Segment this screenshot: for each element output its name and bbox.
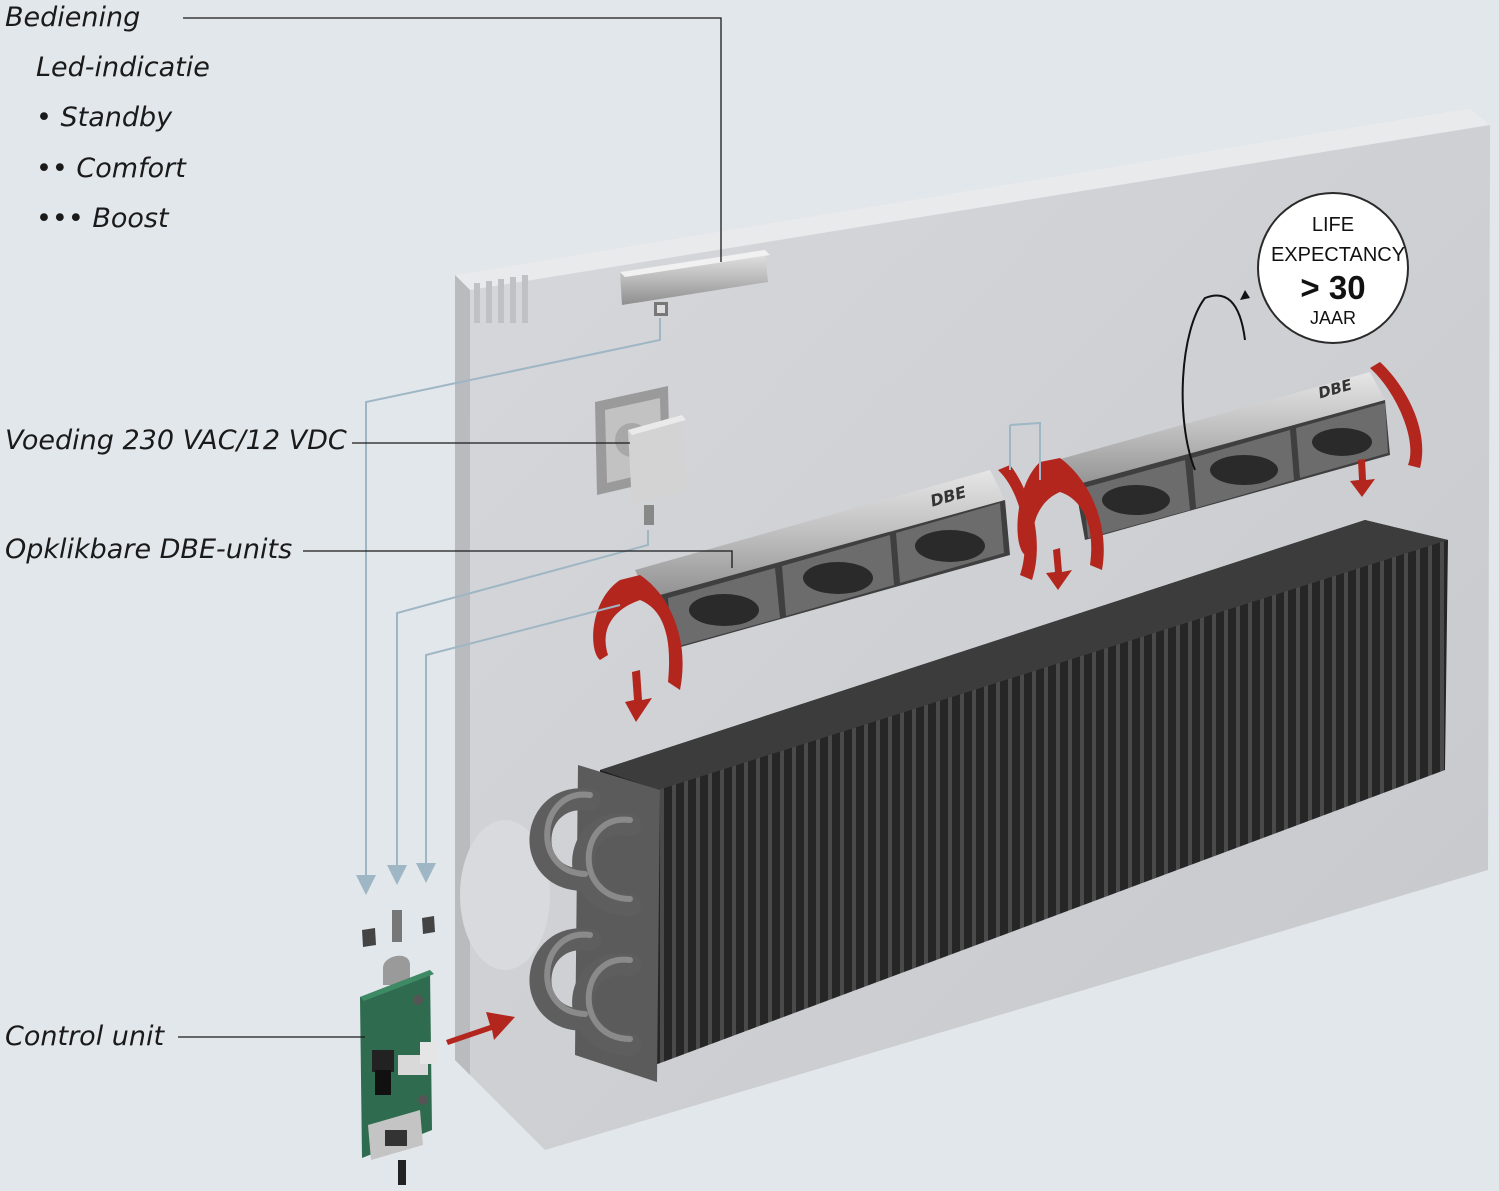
label-comfort: •• Comfort [36, 153, 186, 184]
life-arrow-head [1240, 290, 1250, 300]
label-bediening: Bediening [5, 2, 141, 33]
heat-exchanger [529, 520, 1448, 1082]
badge-expectancy: EXPECTANCY [1270, 244, 1406, 266]
control-unit [360, 910, 438, 1185]
badge-life: LIFE [1311, 214, 1355, 236]
motion-arrows [446, 459, 1375, 1045]
power-adapter [595, 386, 686, 525]
leader-lines [178, 17, 733, 1038]
badge-value: > 30 [1300, 269, 1366, 306]
control-bar [620, 250, 770, 316]
label-led-indicatie: Led-indicatie [36, 52, 210, 83]
life-expectancy-badge [1257, 192, 1409, 344]
badge-jaar: JAAR [1309, 308, 1356, 328]
dbe-fan-unit-left [593, 465, 1037, 690]
cables [356, 318, 1041, 895]
label-standby: • Standby [36, 102, 173, 133]
label-voeding: Voeding 230 VAC/12 VDC [5, 425, 347, 456]
label-opklikbare-dbe-units: Opklikbare DBE-units [5, 534, 293, 565]
life-arrow [1181, 294, 1246, 471]
label-boost: ••• Boost [36, 203, 169, 234]
label-control-unit: Control unit [5, 1021, 165, 1052]
